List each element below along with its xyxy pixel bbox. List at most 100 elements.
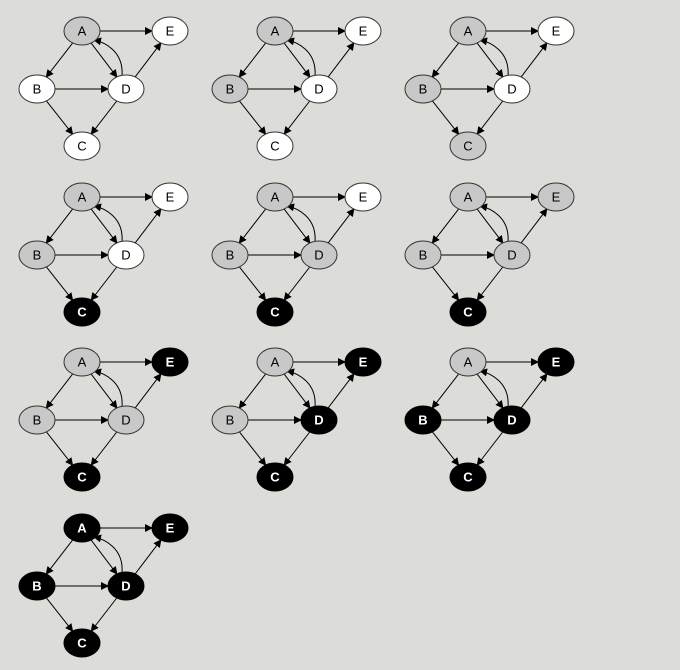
node-B [404,405,442,435]
node-D [107,74,145,104]
edge-D-C [90,100,118,135]
node-label-B: B [32,579,41,594]
node-label-B: B [33,248,42,263]
node-label-B: B [33,413,42,428]
node-label-D: D [507,82,516,97]
node-A [63,347,101,377]
node-D [493,405,531,435]
edge-D-C [476,100,504,135]
node-A [256,347,294,377]
edge-D-A [93,37,123,77]
node-label-E: E [166,24,175,39]
edge-A-D [476,373,504,409]
node-label-E: E [166,521,175,536]
edge-A-D [90,373,118,409]
edge-D-A [286,368,316,408]
edge-D-E [520,208,548,244]
edge-D-A [93,203,123,243]
edge-A-B [238,42,267,78]
node-label-C: C [463,470,473,485]
edge-A-B [238,373,267,409]
edge-B-C [46,266,74,301]
node-label-C: C [77,139,86,154]
node-D [107,405,145,435]
node-D [300,405,338,435]
edge-D-A [93,534,123,574]
node-label-B: B [418,413,427,428]
edge-D-A [479,203,509,243]
node-label-C: C [77,636,87,651]
node-label-B: B [226,82,235,97]
node-label-A: A [271,190,280,205]
edge-D-C [283,100,311,135]
node-label-D: D [121,82,130,97]
node-label-D: D [314,82,323,97]
edge-B-C [432,266,460,301]
node-label-E: E [166,190,175,205]
node-C [256,131,294,161]
edge-D-C [90,597,118,632]
edge-B-C [46,100,74,135]
edge-D-C [476,266,504,301]
node-E [344,347,382,377]
node-E [151,513,189,543]
node-label-B: B [226,248,235,263]
node-C [63,462,101,492]
node-E [344,182,382,212]
edge-D-E [134,539,162,575]
node-label-B: B [33,82,42,97]
node-E [537,347,575,377]
node-C [63,297,101,327]
node-A [63,513,101,543]
node-label-D: D [507,248,516,263]
node-label-A: A [78,190,87,205]
node-label-C: C [77,305,87,320]
node-E [151,182,189,212]
edge-D-E [327,208,355,244]
node-A [449,182,487,212]
edge-A-B [431,208,460,244]
edge-D-E [327,373,355,409]
node-C [449,131,487,161]
node-A [63,16,101,46]
node-label-E: E [359,355,368,370]
node-label-D: D [121,579,130,594]
edge-A-D [283,208,311,244]
edge-D-C [90,431,118,466]
edge-A-B [45,373,74,409]
edge-B-C [46,431,74,466]
edge-D-E [134,373,162,409]
node-D [300,74,338,104]
edge-D-E [520,42,548,78]
node-D [300,240,338,270]
node-D [493,74,531,104]
edge-A-D [90,208,118,244]
node-label-C: C [270,305,280,320]
node-C [63,131,101,161]
node-B [404,240,442,270]
node-label-D: D [314,248,323,263]
node-label-A: A [78,355,87,370]
edge-D-E [134,208,162,244]
edge-A-D [90,539,118,575]
node-label-E: E [552,190,561,205]
edge-D-A [286,37,316,77]
node-label-C: C [270,470,280,485]
node-label-B: B [226,413,235,428]
edge-D-E [520,373,548,409]
node-label-A: A [271,355,280,370]
node-label-E: E [359,24,368,39]
edge-A-D [476,42,504,78]
node-D [107,571,145,601]
node-label-A: A [464,24,473,39]
node-B [18,405,56,435]
node-C [449,297,487,327]
